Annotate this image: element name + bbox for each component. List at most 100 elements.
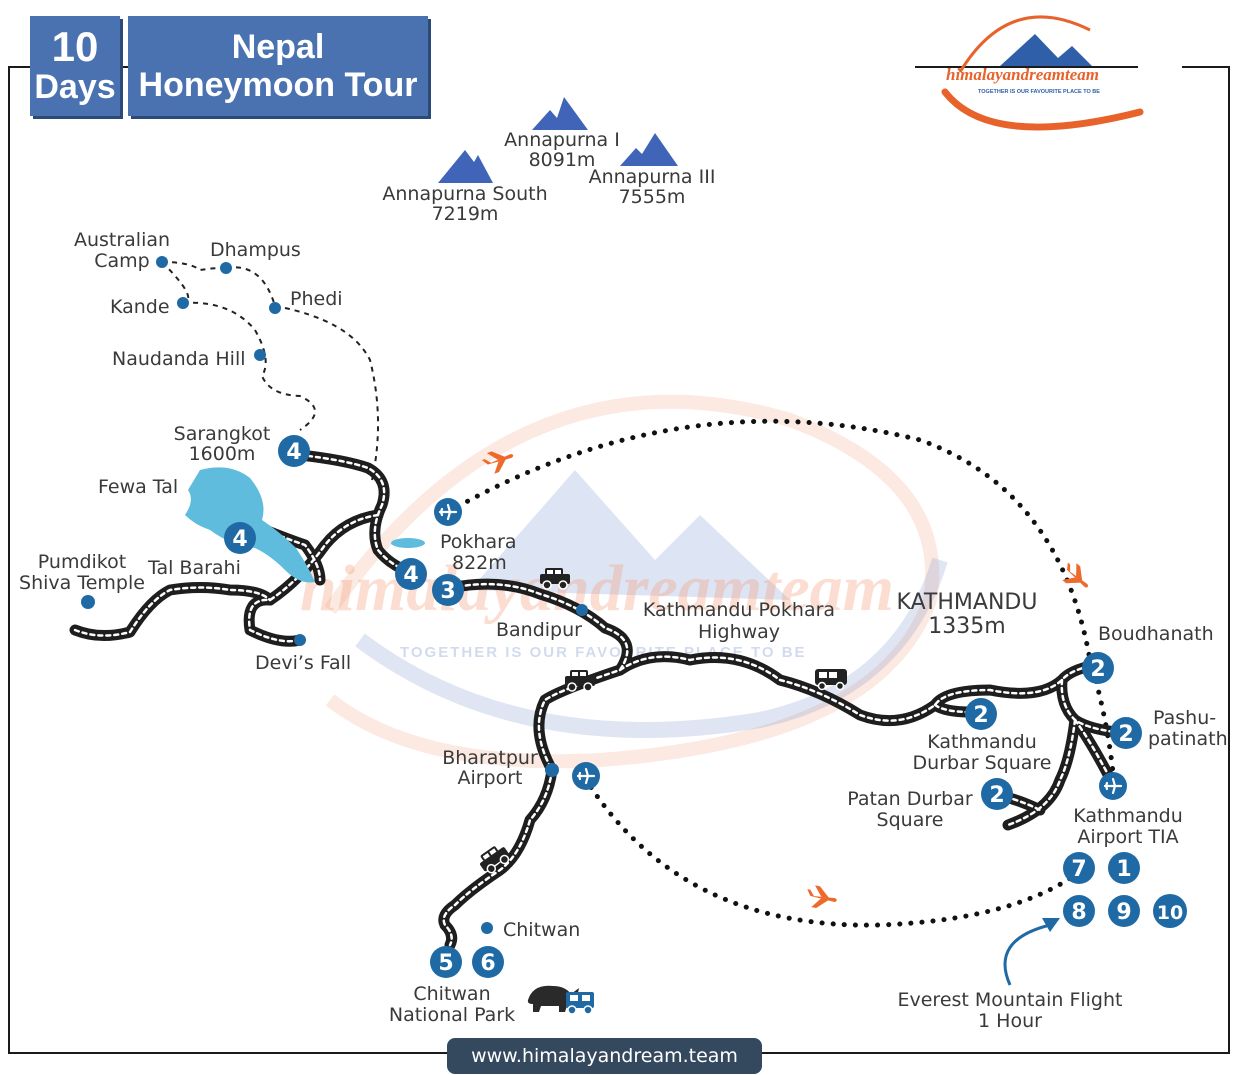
logo-tagline: TOGETHER IS OUR FAVOURITE PLACE TO BE — [978, 89, 1100, 95]
place-label: Patan Durbar — [847, 788, 973, 810]
place-label: Pumdikot — [38, 551, 126, 573]
place-label: Tal Barahi — [147, 557, 241, 579]
svg-text:4: 4 — [232, 527, 247, 552]
svg-text:7: 7 — [1071, 857, 1086, 882]
fewa-lake — [185, 467, 425, 583]
place-label: Australian — [74, 229, 170, 251]
svg-text:5: 5 — [438, 951, 453, 976]
place-label: Airport — [457, 767, 522, 789]
svg-text:2: 2 — [989, 783, 1004, 808]
place-label: Bharatpur — [442, 747, 538, 769]
place-label: Shiva Temple — [19, 572, 145, 594]
day-markers: 4 4 4 3 2 2 2 2 7 1 8 9 10 5 6 — [224, 435, 1187, 978]
plane-icon — [1056, 558, 1095, 596]
day-marker: 3 — [432, 574, 464, 606]
svg-text:1: 1 — [1116, 857, 1131, 882]
day-marker: 6 — [472, 946, 504, 978]
days-number: 10 — [51, 23, 99, 70]
place-label: 1 Hour — [978, 1010, 1042, 1032]
day-marker: 4 — [224, 522, 256, 554]
mountain-icon — [438, 150, 493, 183]
place-label: Square — [877, 809, 944, 831]
place-dot — [177, 297, 189, 309]
place-dot — [156, 256, 168, 268]
mountain-icon — [620, 133, 678, 166]
place-label: Kande — [110, 296, 170, 318]
tour-title-badge: Nepal Honeymoon Tour — [128, 16, 428, 116]
svg-text:2: 2 — [1118, 722, 1133, 747]
peak-name: Annapurna South — [382, 183, 547, 205]
place-dot — [576, 604, 588, 616]
place-dot — [254, 349, 266, 361]
place-label: Phedi — [290, 288, 343, 310]
place-label: Naudanda Hill — [112, 348, 246, 370]
peak-name: Annapurna I — [504, 129, 620, 151]
place-dot — [220, 262, 232, 274]
flight-route — [445, 418, 1117, 928]
plane-icon — [804, 884, 839, 912]
place-label: Highway — [698, 621, 780, 643]
bharatpur-airport-icon — [570, 760, 602, 792]
bus-icon — [815, 669, 847, 691]
title-line1: Nepal — [231, 28, 325, 66]
place-label: Kathmandu — [1073, 805, 1183, 827]
brand-logo: himalayandreamteam TOGETHER IS OUR FAVOU… — [941, 15, 1144, 131]
day-marker: 5 — [430, 946, 462, 978]
place-label: Kathmandu Pokhara — [643, 599, 835, 621]
svg-text:9: 9 — [1116, 900, 1131, 925]
day-marker: 7 — [1063, 852, 1095, 884]
peak-labels: Annapurna I 8091m Annapurna South 7219m … — [382, 129, 715, 225]
svg-text:3: 3 — [440, 579, 455, 604]
day-marker: 4 — [395, 558, 427, 590]
svg-text:6: 6 — [480, 951, 495, 976]
day-marker: 2 — [981, 778, 1013, 810]
svg-text:4: 4 — [286, 440, 301, 465]
place-dot — [294, 634, 306, 646]
peak-altitude: 8091m — [529, 149, 596, 171]
road-network — [69, 449, 1131, 951]
day-marker: 2 — [1110, 717, 1142, 749]
place-labels: Australian Camp Dhampus Kande Phedi Naud… — [19, 229, 1228, 1032]
svg-text:2: 2 — [1090, 657, 1105, 682]
place-dot — [269, 302, 281, 314]
place-label: Everest Mountain Flight — [897, 989, 1122, 1011]
pokhara-airport-icon — [432, 496, 464, 528]
website-url[interactable]: www.himalayandream.team — [447, 1038, 762, 1074]
mountain-icon — [532, 97, 588, 130]
place-label: 1600m — [189, 443, 256, 465]
place-label: 1335m — [928, 614, 1005, 639]
svg-text:10: 10 — [1157, 902, 1183, 924]
place-label: 822m — [452, 552, 507, 574]
day-marker: 4 — [278, 435, 310, 467]
day-marker: 8 — [1063, 895, 1095, 927]
place-dot — [481, 922, 493, 934]
place-label: Pokhara — [440, 531, 517, 553]
place-label: Fewa Tal — [98, 476, 178, 498]
day-marker: 10 — [1153, 894, 1187, 928]
place-label: Kathmandu — [927, 731, 1037, 753]
day-marker: 2 — [965, 698, 997, 730]
peak-altitude: 7555m — [619, 186, 686, 208]
days-badge: 10 Days — [30, 16, 120, 116]
place-label: patinath — [1148, 728, 1228, 750]
place-label: Pashu- — [1153, 707, 1216, 729]
place-label: Camp — [94, 250, 149, 272]
place-label: Chitwan — [413, 983, 490, 1005]
safari-jeep-icon — [566, 992, 594, 1015]
svg-text:4: 4 — [403, 563, 418, 588]
everest-flight-arrow — [1003, 918, 1060, 986]
place-dot — [81, 595, 95, 609]
place-label: National Park — [389, 1004, 515, 1026]
day-marker: 1 — [1108, 852, 1140, 884]
place-label: Dhampus — [210, 239, 301, 261]
place-label: Sarangkot — [174, 423, 271, 445]
logo-name: himalayandreamteam — [946, 65, 1099, 84]
place-label: Devi’s Fall — [255, 652, 351, 674]
svg-text:8: 8 — [1071, 900, 1086, 925]
day-marker: 9 — [1108, 895, 1140, 927]
kathmandu-airport-icon — [1097, 770, 1129, 802]
place-dot — [545, 763, 559, 777]
place-label: Chitwan — [503, 919, 580, 941]
place-label: KATHMANDU — [897, 590, 1038, 615]
